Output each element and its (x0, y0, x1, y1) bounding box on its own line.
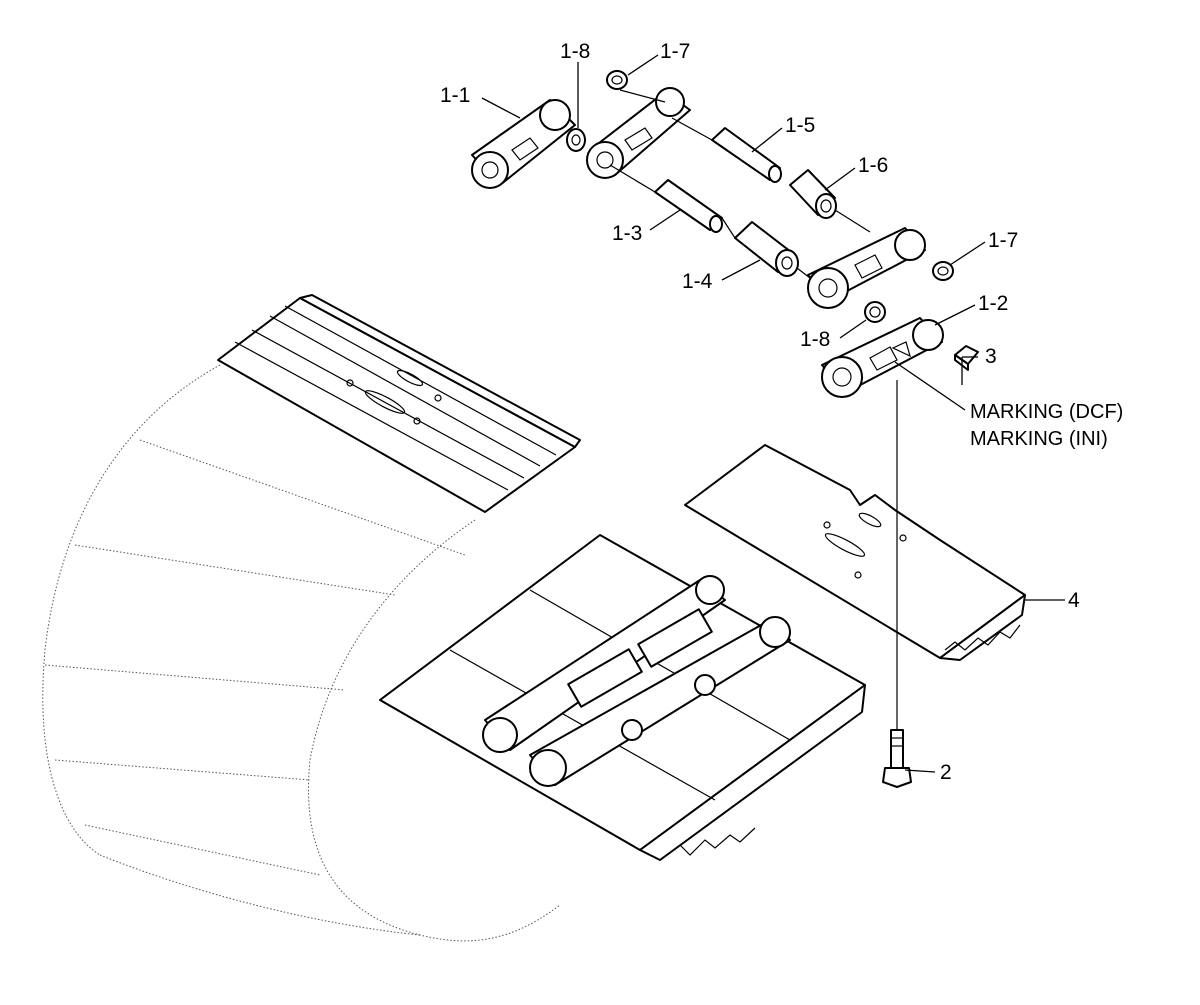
callout-1-5: 1-5 (785, 114, 815, 137)
pin-1-3 (654, 179, 723, 233)
link-master-lower (807, 227, 926, 309)
link-1-1 (471, 99, 576, 189)
callout-1-2: 1-2 (978, 292, 1008, 315)
callout-3: 3 (985, 345, 997, 368)
callout-2: 2 (940, 761, 952, 784)
callout-1-1: 1-1 (440, 84, 470, 107)
explosion-axes (609, 89, 898, 730)
track-shoe-upper-left (217, 294, 581, 513)
callout-1-6: 1-6 (858, 154, 888, 177)
bushing-1-4 (734, 221, 799, 277)
marking-dcf-label: MARKING (DCF) (970, 401, 1123, 423)
track-shoe-lower (379, 534, 866, 861)
link-master-upper (586, 87, 691, 179)
seal-1-7-lower (932, 261, 954, 281)
callout-1-7-upper: 1-7 (660, 40, 690, 63)
callout-1-3: 1-3 (612, 222, 642, 245)
callout-1-8-upper: 1-8 (560, 40, 590, 63)
callout-1-4: 1-4 (682, 270, 713, 293)
washer-1-8-lower (864, 301, 886, 323)
pin-1-5 (711, 127, 782, 183)
track-belt (42, 364, 561, 942)
nut-3 (954, 345, 979, 371)
callout-labels: 1-1 1-8 1-7 1-5 1-6 1-3 1-7 1-4 1-2 1-8 … (440, 40, 1123, 784)
callout-1-7-lower: 1-7 (988, 229, 1018, 252)
bushing-1-6 (789, 169, 837, 219)
callout-4: 4 (1068, 589, 1080, 612)
washer-1-8-upper (566, 128, 586, 152)
assembled-links (482, 575, 791, 787)
link-1-2 (821, 317, 944, 398)
callout-1-8-lower: 1-8 (800, 328, 830, 351)
track-shoe-4 (684, 444, 1026, 661)
marking-ini-label: MARKING (INI) (970, 428, 1108, 450)
seal-1-7-upper (606, 70, 628, 90)
bolt-2 (882, 729, 912, 788)
leader-lines (481, 54, 1065, 773)
